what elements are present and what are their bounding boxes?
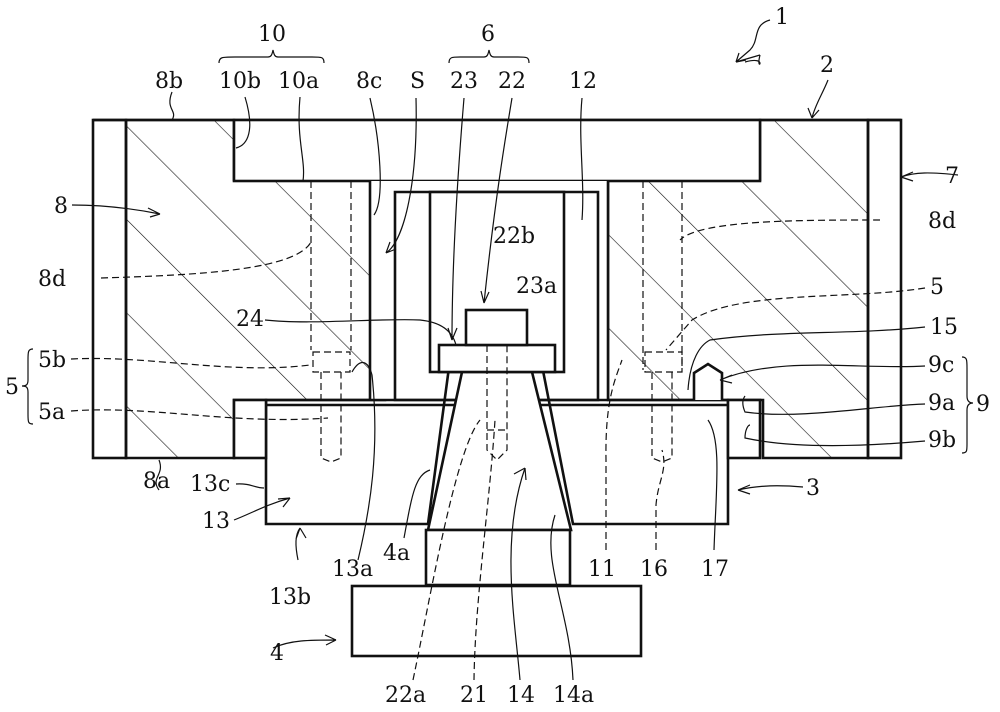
label-10b: 10b [219, 69, 261, 94]
brace-10 [218, 49, 325, 64]
label-9c: 9c [928, 353, 954, 378]
label-8: 8 [54, 194, 68, 219]
label-5: 5 [5, 375, 19, 400]
tool-neck [424, 528, 572, 587]
label-8d-right: 8d [928, 209, 956, 234]
tool-base-4 [350, 584, 643, 658]
insert-23 [437, 343, 557, 374]
label-2: 2 [820, 53, 834, 78]
label-8a: 8a [143, 469, 170, 494]
label-22: 22 [498, 69, 526, 94]
brace-5 [21, 348, 34, 425]
label-13a: 13a [332, 557, 373, 582]
label-16: 16 [640, 557, 668, 582]
label-3: 3 [806, 476, 820, 501]
label-9: 9 [976, 392, 990, 417]
label-22a: 22a [385, 683, 426, 708]
brace-9 [961, 356, 974, 454]
label-8c: 8c [356, 69, 382, 94]
label-24: 24 [236, 307, 264, 332]
label-9a: 9a [928, 391, 955, 416]
label-10a: 10a [278, 69, 319, 94]
label-11: 11 [588, 557, 616, 582]
label-15: 15 [930, 315, 958, 340]
brace-6 [448, 49, 530, 64]
insert-22b [464, 308, 529, 347]
label-8d-left: 8d [38, 267, 66, 292]
label-23a: 23a [516, 274, 557, 299]
label-5-right: 5 [930, 275, 944, 300]
recess-10 [232, 118, 762, 183]
label-21: 21 [460, 683, 488, 708]
label-8b: 8b [155, 69, 183, 94]
label-5a: 5a [38, 400, 65, 425]
label-6: 6 [481, 22, 495, 47]
label-10: 10 [258, 22, 286, 47]
label-12: 12 [569, 69, 597, 94]
label-5b: 5b [38, 348, 66, 373]
die-flange-13 [232, 398, 268, 460]
label-4: 4 [270, 641, 284, 666]
label-14: 14 [507, 683, 535, 708]
label-1: 1 [775, 5, 789, 30]
leader-lines [70, 19, 959, 681]
label-9b: 9b [928, 428, 956, 453]
insulation-left [91, 118, 128, 460]
label-17: 17 [701, 557, 729, 582]
pin-9c [692, 362, 724, 400]
label-7: 7 [945, 164, 959, 189]
label-23: 23 [450, 69, 478, 94]
label-4a: 4a [383, 541, 410, 566]
label-S: S [410, 69, 425, 94]
label-13: 13 [202, 509, 230, 534]
label-13c: 13c [190, 472, 230, 497]
label-22b: 22b [493, 224, 535, 249]
label-13b: 13b [269, 585, 311, 610]
label-14a: 14a [553, 683, 594, 708]
